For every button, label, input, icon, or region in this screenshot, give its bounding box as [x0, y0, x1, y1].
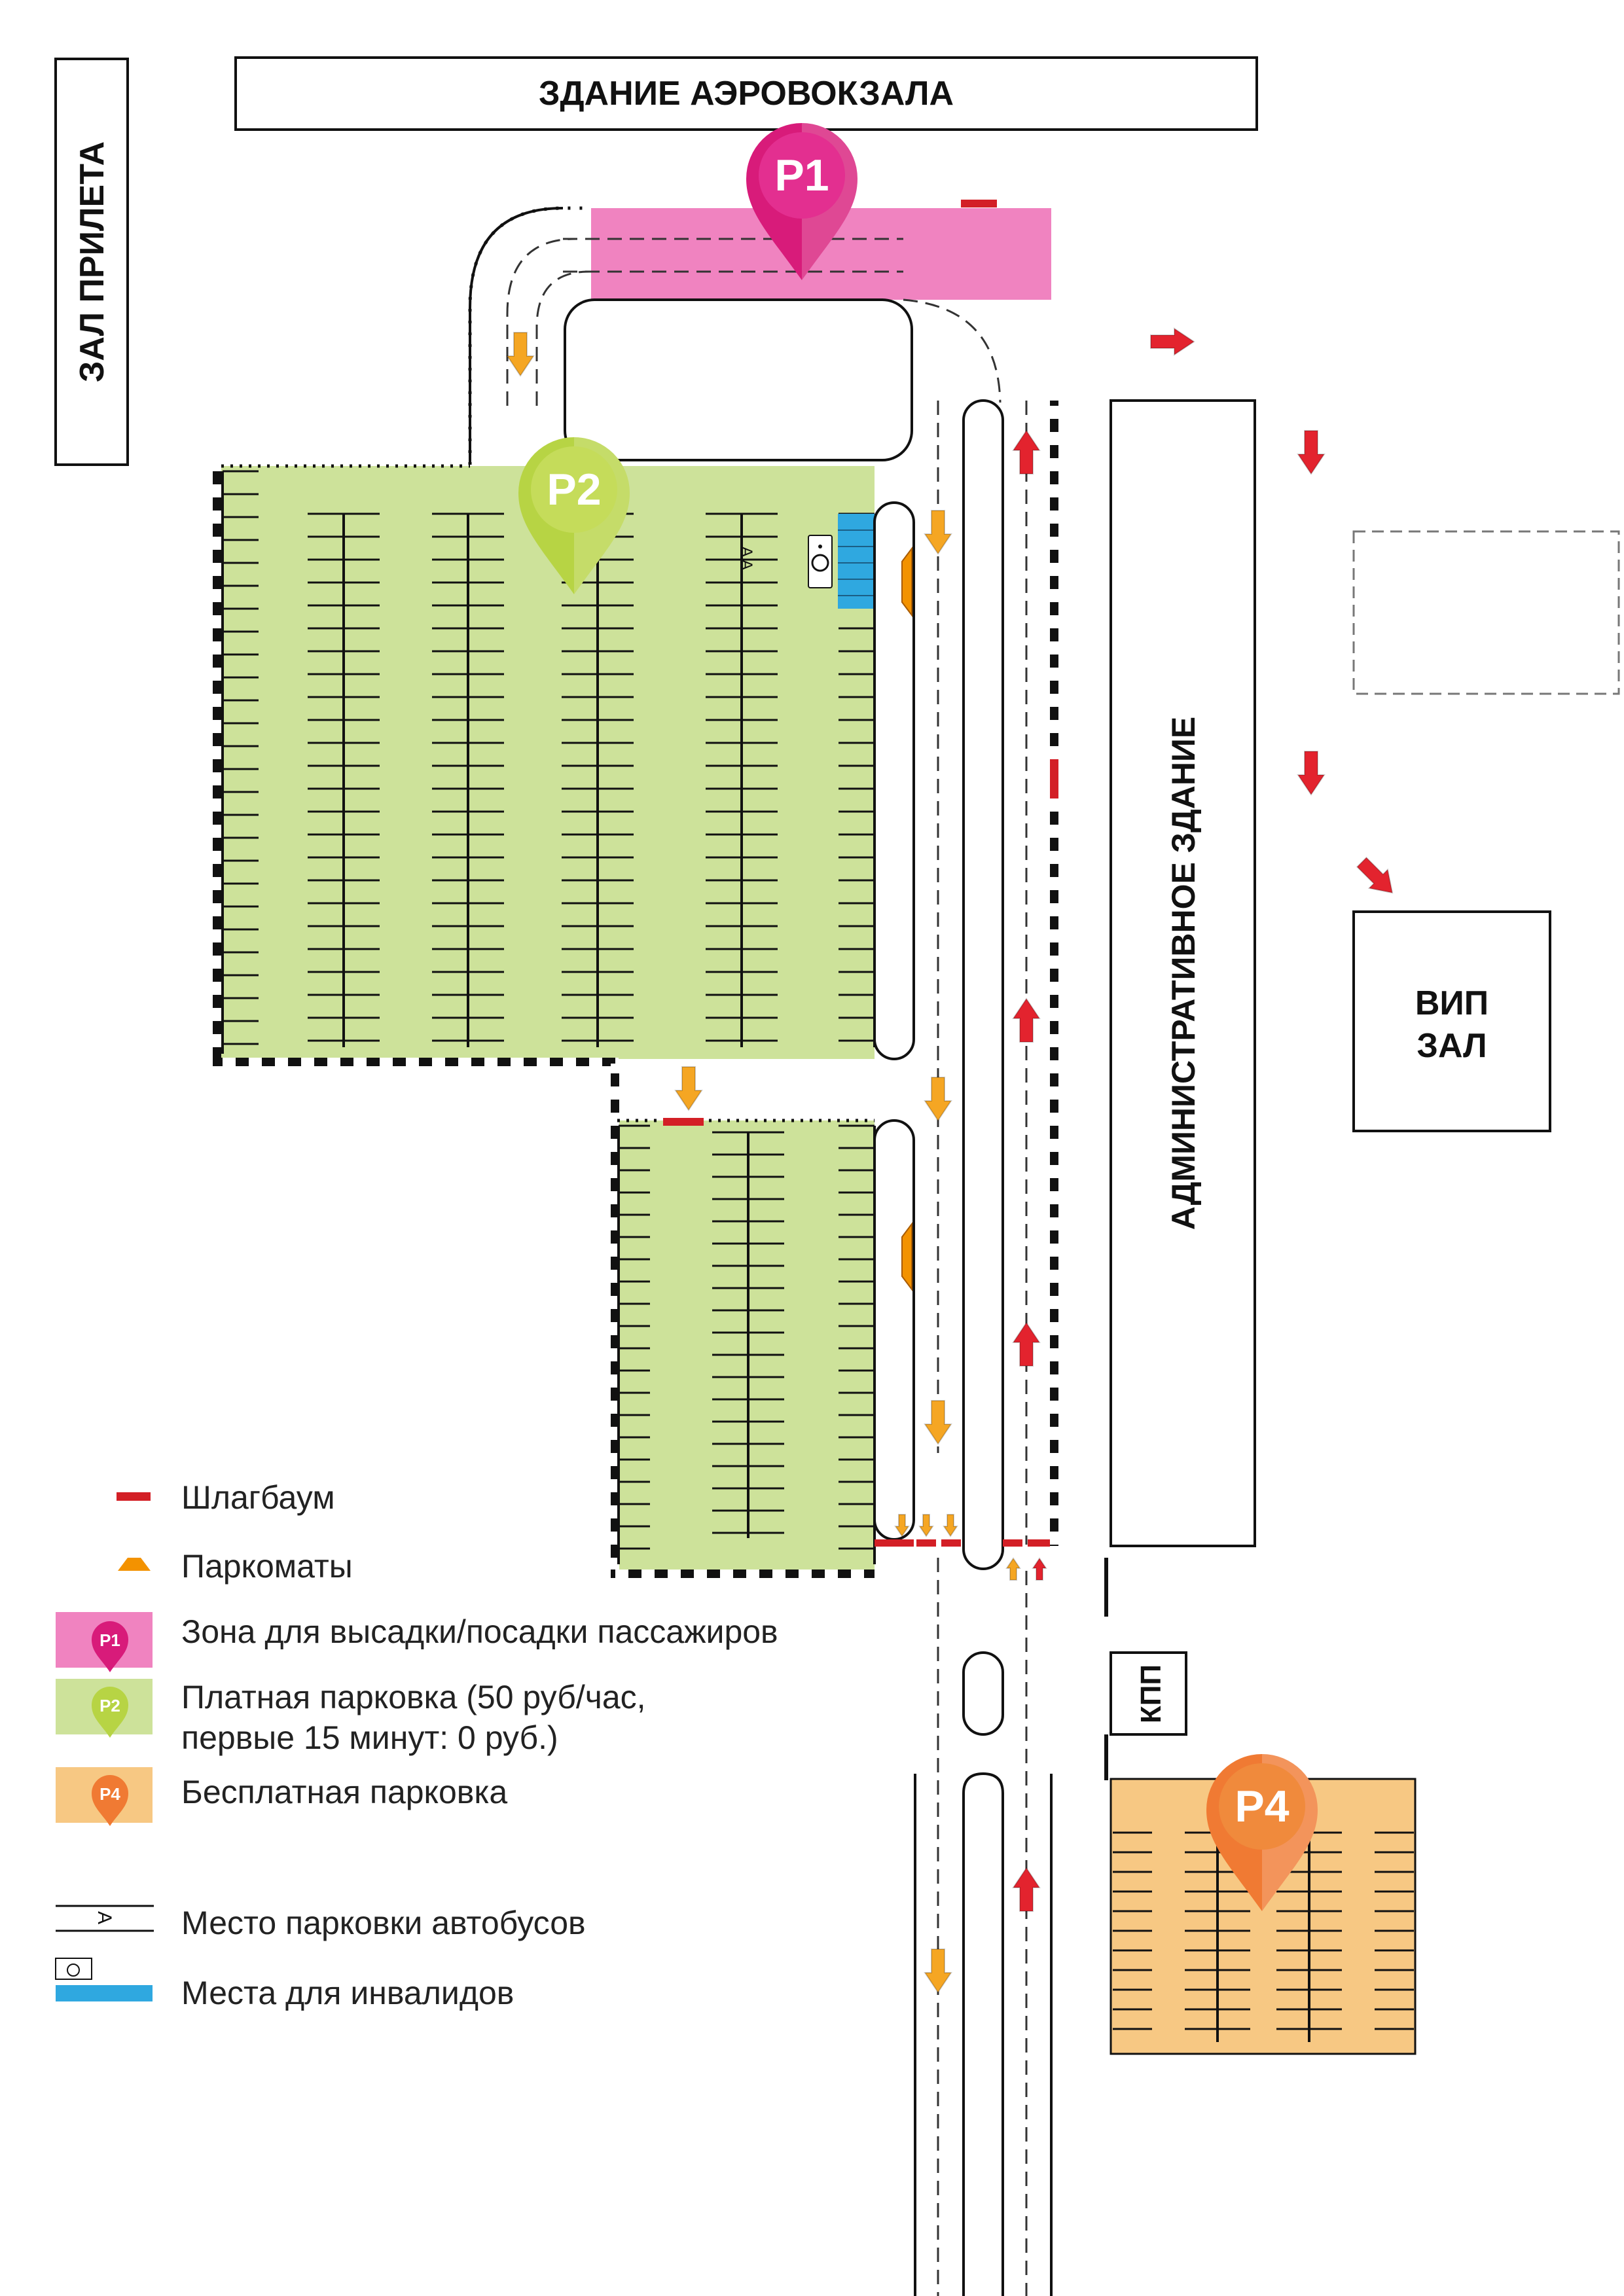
svg-text:Шлагбаум: Шлагбаум	[181, 1479, 335, 1516]
legend-item-bus: A Место парковки автобусов	[56, 1905, 586, 1941]
svg-text:P1: P1	[99, 1630, 120, 1650]
p2-zone-upper	[216, 466, 875, 1059]
svg-text:Место парковки автобусов: Место парковки автобусов	[181, 1905, 586, 1941]
parking-meter-icon	[118, 1558, 151, 1571]
p2-parking-stalls	[221, 470, 876, 1564]
p4-icon	[92, 1775, 128, 1826]
traffic-arrow	[506, 332, 535, 377]
p1-pin-label: P1	[774, 151, 829, 200]
p2-zone-lower	[617, 1121, 875, 1571]
legend-item-disabled: Места для инвалидов	[55, 1958, 514, 2011]
p4-pin: P4	[1206, 1754, 1318, 1911]
traffic-arrow	[894, 1514, 910, 1537]
legend-item-p1: P1 Зона для высадки/посадки пассажиров	[56, 1612, 778, 1672]
traffic-arrow	[924, 1948, 952, 1994]
checkpoint-building: КПП	[1110, 1651, 1187, 1736]
traffic-arrow	[1297, 430, 1326, 475]
svg-text:Бесплатная парковка: Бесплатная парковка	[181, 1774, 507, 1810]
admin-building: АДМИНИСТРАТИВНОЕ ЗДАНИЕ	[1110, 399, 1256, 1547]
p2-pin: P2	[518, 437, 630, 594]
traffic-arrow	[1150, 327, 1195, 356]
svg-text:P4: P4	[99, 1784, 120, 1804]
median-lower	[962, 1772, 1004, 2296]
p1-icon	[92, 1621, 128, 1672]
arrival-hall-building: ЗАЛ ПРИЛЕТА	[54, 58, 129, 466]
p2-inner-barrier	[663, 1118, 704, 1126]
legend: Шлагбаум Паркоматы P1 Зона для высадки/п…	[55, 1479, 778, 2011]
parking-meter-upper	[901, 547, 912, 617]
vip-hall-building: ВИП ЗАЛ	[1352, 910, 1551, 1132]
traffic-arrow	[1012, 429, 1041, 475]
bus-icon: A	[94, 1911, 115, 1924]
parking-meter-lower	[901, 1222, 912, 1291]
dashed-area	[1352, 530, 1620, 695]
p2-icon	[92, 1687, 128, 1738]
traffic-arrow	[1032, 1557, 1047, 1581]
traffic-arrow	[1356, 856, 1394, 894]
legend-item-p4: P4 Бесплатная парковка	[56, 1767, 507, 1826]
svg-text:первые 15 минут: 0 руб.): первые 15 минут: 0 руб.)	[181, 1719, 558, 1756]
wheelchair-legend-icon	[67, 1964, 80, 1977]
svg-text:P2: P2	[99, 1696, 120, 1715]
island-p2-upper	[873, 501, 915, 1060]
admin-label: АДМИНИСТРАТИВНОЕ ЗДАНИЕ	[1165, 717, 1202, 1230]
svg-text:Паркоматы: Паркоматы	[181, 1548, 353, 1585]
p4-parking-stalls	[1113, 1831, 1414, 2042]
traffic-arrow	[1005, 1557, 1021, 1581]
main-barriers	[875, 1539, 1050, 1547]
p4-pin-label: P4	[1235, 1782, 1289, 1831]
traffic-arrow	[1012, 1867, 1041, 1912]
svg-text:Зона для высадки/посадки пасса: Зона для высадки/посадки пассажиров	[181, 1613, 778, 1650]
central-island	[564, 298, 913, 461]
arrival-hall-label: ЗАЛ ПРИЛЕТА	[73, 141, 111, 382]
wheelchair-icon	[808, 535, 833, 588]
disabled-spots	[838, 514, 875, 609]
checkpoint-label: КПП	[1135, 1664, 1167, 1723]
barrier-icon	[117, 1492, 151, 1501]
traffic-arrow	[674, 1066, 703, 1111]
p1-pin: P1	[746, 123, 857, 280]
bus-parking-marks: A A	[738, 547, 755, 570]
vip-label-line1: ВИП	[1415, 984, 1489, 1022]
svg-text:Платная парковка (50 руб/час,: Платная парковка (50 руб/час,	[181, 1679, 646, 1715]
traffic-arrow	[924, 510, 952, 555]
median-middle	[962, 1651, 1004, 1736]
median-upper	[962, 399, 1004, 1570]
vip-label-line2: ЗАЛ	[1416, 1027, 1487, 1065]
traffic-arrow	[1012, 1321, 1041, 1367]
traffic-arrow	[924, 1077, 952, 1122]
traffic-arrow	[918, 1514, 934, 1537]
traffic-arrow	[924, 1400, 952, 1445]
traffic-arrows	[506, 327, 1394, 1994]
terminal-building: ЗДАНИЕ АЭРОВОКЗАЛА	[234, 56, 1258, 131]
p1-barrier	[961, 200, 997, 207]
svg-text:Места для инвалидов: Места для инвалидов	[181, 1975, 514, 2011]
legend-item-barrier: Шлагбаум	[117, 1479, 335, 1516]
terminal-label: ЗДАНИЕ АЭРОВОКЗАЛА	[539, 75, 954, 113]
legend-item-meters: Паркоматы	[118, 1548, 353, 1585]
p2-zone: A A	[213, 464, 876, 1578]
traffic-arrow	[1297, 751, 1326, 796]
island-p2-lower	[873, 1119, 915, 1541]
road-fence-right	[1050, 401, 1058, 1546]
traffic-arrow	[943, 1514, 958, 1537]
legend-item-p2: P2 Платная парковка (50 руб/час, первые …	[56, 1679, 646, 1756]
traffic-arrow	[1012, 997, 1041, 1043]
p2-pin-label: P2	[547, 465, 601, 514]
